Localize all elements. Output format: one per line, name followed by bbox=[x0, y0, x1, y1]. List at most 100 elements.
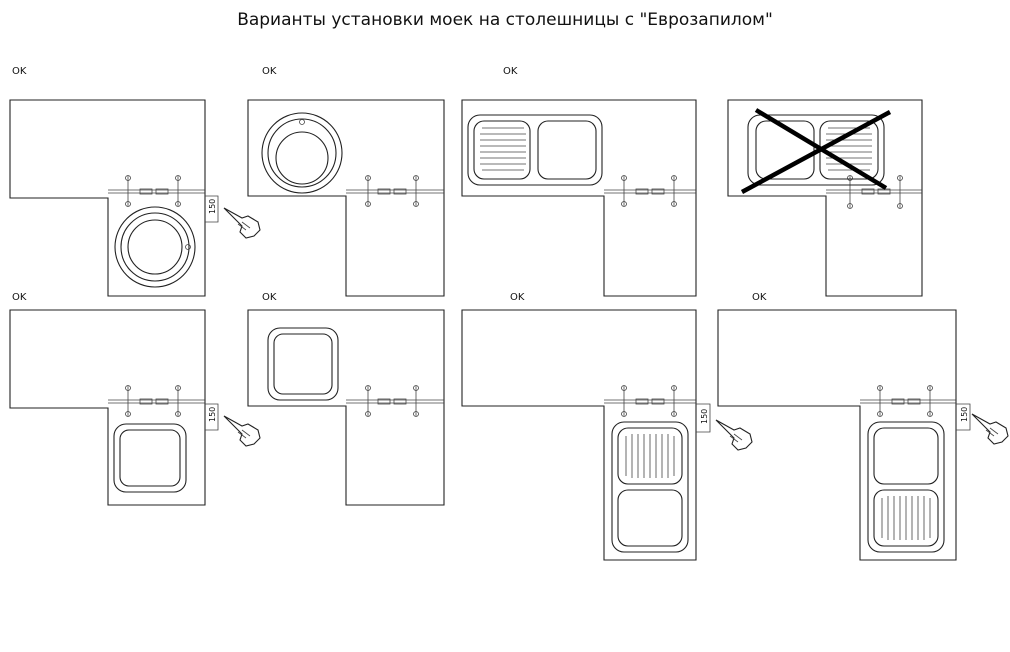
countertop-outline bbox=[717, 309, 957, 561]
connector-bracket bbox=[635, 398, 649, 405]
panel-1: 150 bbox=[9, 99, 261, 297]
connector-head bbox=[125, 385, 131, 391]
connector-bracket bbox=[891, 398, 905, 405]
connector-head bbox=[897, 203, 903, 209]
sink-bowl bbox=[537, 120, 597, 180]
connector-bracket bbox=[139, 398, 153, 405]
connector-head bbox=[847, 175, 853, 181]
connector-head bbox=[125, 175, 131, 181]
connector-bracket bbox=[139, 188, 153, 195]
connector-head bbox=[413, 411, 419, 417]
connector-head bbox=[927, 385, 933, 391]
panel-7: 150 bbox=[461, 309, 753, 561]
countertop-outline bbox=[727, 99, 923, 297]
connector-head bbox=[365, 175, 371, 181]
ok-label-2: OK bbox=[262, 66, 277, 77]
ok-label-3: OK bbox=[503, 66, 518, 77]
connector-head bbox=[175, 385, 181, 391]
drainer-area bbox=[473, 120, 531, 180]
connector-head bbox=[125, 201, 131, 207]
connector-head bbox=[671, 411, 677, 417]
connector-bracket bbox=[651, 398, 665, 405]
dimension-150: 150 bbox=[208, 199, 217, 214]
countertop-outline bbox=[247, 99, 445, 297]
connector-bracket bbox=[393, 188, 407, 195]
round-sink-rim bbox=[120, 212, 190, 282]
panel-8: 150 bbox=[717, 309, 1009, 561]
panel-2 bbox=[247, 99, 445, 297]
countertop-outline bbox=[461, 309, 697, 561]
dimension-150: 150 bbox=[208, 407, 217, 422]
drainer-area bbox=[873, 489, 939, 547]
tap-hole bbox=[299, 119, 305, 125]
connector-head bbox=[413, 175, 419, 181]
connector-head bbox=[621, 201, 627, 207]
ok-label-8: OK bbox=[752, 292, 767, 303]
drainer-grooves bbox=[625, 434, 675, 478]
hand-pointer-icon bbox=[223, 415, 261, 447]
dimension-150: 150 bbox=[700, 409, 709, 424]
round-sink bbox=[114, 206, 196, 288]
connector-head bbox=[671, 175, 677, 181]
square-sink-bowl bbox=[273, 333, 333, 395]
drainer-grooves bbox=[480, 127, 526, 171]
round-sink-bowl bbox=[127, 219, 183, 275]
sink-bowl bbox=[755, 120, 815, 180]
dimension-150: 150 bbox=[960, 407, 969, 422]
connector-bracket bbox=[377, 188, 391, 195]
connector-head bbox=[621, 411, 627, 417]
double-sink bbox=[747, 114, 885, 186]
panel-4 bbox=[727, 99, 923, 297]
square-sink-bowl bbox=[119, 429, 181, 487]
connector-head bbox=[365, 201, 371, 207]
connector-head bbox=[175, 411, 181, 417]
dimension-bracket bbox=[696, 403, 711, 433]
connector-bracket bbox=[907, 398, 921, 405]
connector-head bbox=[847, 203, 853, 209]
hand-pointer-icon bbox=[223, 207, 261, 239]
cross-mark-icon bbox=[740, 108, 892, 194]
square-sink bbox=[113, 423, 187, 493]
double-sink bbox=[867, 421, 945, 553]
round-sink-rim bbox=[267, 118, 337, 188]
sink-bowl bbox=[873, 427, 939, 485]
dimension-bracket bbox=[205, 403, 219, 431]
ok-label-5: OK bbox=[12, 292, 27, 303]
connector-bracket bbox=[861, 188, 875, 195]
connector-head bbox=[877, 385, 883, 391]
round-sink-bowl bbox=[275, 131, 329, 185]
countertop-outline bbox=[461, 99, 697, 297]
connector-head bbox=[413, 385, 419, 391]
connector-bracket bbox=[393, 398, 407, 405]
connector-head bbox=[671, 385, 677, 391]
connector-head bbox=[927, 411, 933, 417]
connector-head bbox=[175, 201, 181, 207]
connector-head bbox=[621, 385, 627, 391]
double-sink bbox=[611, 421, 689, 553]
connector-bracket bbox=[635, 188, 649, 195]
drainer-area bbox=[617, 427, 683, 485]
connector-bracket bbox=[651, 188, 665, 195]
hand-pointer-icon bbox=[971, 413, 1009, 445]
ok-label-1: OK bbox=[12, 66, 27, 77]
hand-pointer-icon bbox=[715, 419, 753, 451]
connector-head bbox=[877, 411, 883, 417]
double-sink bbox=[467, 114, 603, 186]
connector-head bbox=[897, 175, 903, 181]
countertop-outline bbox=[9, 309, 206, 506]
connector-head bbox=[125, 411, 131, 417]
ok-label-7: OK bbox=[510, 292, 525, 303]
countertop-outline bbox=[9, 99, 206, 297]
connector-bracket bbox=[155, 398, 169, 405]
connector-head bbox=[175, 175, 181, 181]
sink-bowl bbox=[617, 489, 683, 547]
connector-bracket bbox=[155, 188, 169, 195]
countertop-outline bbox=[247, 309, 445, 506]
panel-5: 150 bbox=[9, 309, 261, 506]
panel-6 bbox=[247, 309, 445, 506]
connector-head bbox=[365, 411, 371, 417]
drainer-grooves bbox=[881, 496, 931, 540]
round-sink bbox=[261, 112, 343, 194]
connector-bracket bbox=[377, 398, 391, 405]
